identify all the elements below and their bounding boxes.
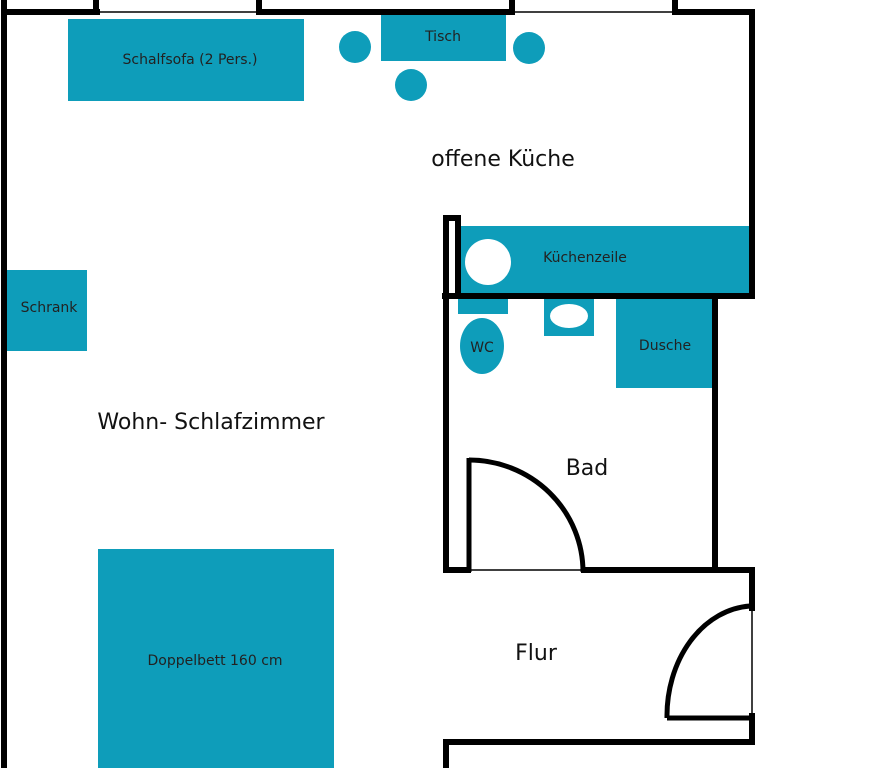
entrance-door bbox=[664, 603, 752, 721]
shower bbox=[616, 298, 712, 388]
wc-cistern bbox=[458, 298, 508, 314]
bathroom-door bbox=[466, 457, 586, 573]
toilet bbox=[460, 318, 504, 374]
living-bedroom-label: Wohn- Schlafzimmer bbox=[97, 410, 325, 435]
chair-right bbox=[513, 32, 545, 64]
table-label: Tisch bbox=[424, 29, 461, 45]
kitchen-counter-label: Küchenzeile bbox=[543, 250, 627, 266]
hallway-label: Flur bbox=[515, 641, 558, 666]
wc-label: WC bbox=[470, 340, 494, 356]
open-kitchen-label: offene Küche bbox=[431, 147, 574, 172]
table bbox=[381, 14, 506, 61]
sofa-label: Schalfsofa (2 Pers.) bbox=[122, 52, 257, 68]
double-bed-label: Doppelbett 160 cm bbox=[147, 653, 282, 669]
double-bed bbox=[98, 549, 334, 768]
washbasin-bowl bbox=[550, 304, 588, 328]
wardrobe-label: Schrank bbox=[21, 300, 79, 316]
chair-bottom bbox=[395, 69, 427, 101]
kitchen-sink bbox=[465, 239, 511, 285]
chair-left bbox=[339, 31, 371, 63]
shower-label: Dusche bbox=[639, 338, 691, 354]
wardrobe bbox=[6, 270, 87, 351]
sofa-bed bbox=[68, 19, 304, 101]
bathroom-label: Bad bbox=[566, 456, 609, 481]
walls bbox=[1, 0, 755, 768]
